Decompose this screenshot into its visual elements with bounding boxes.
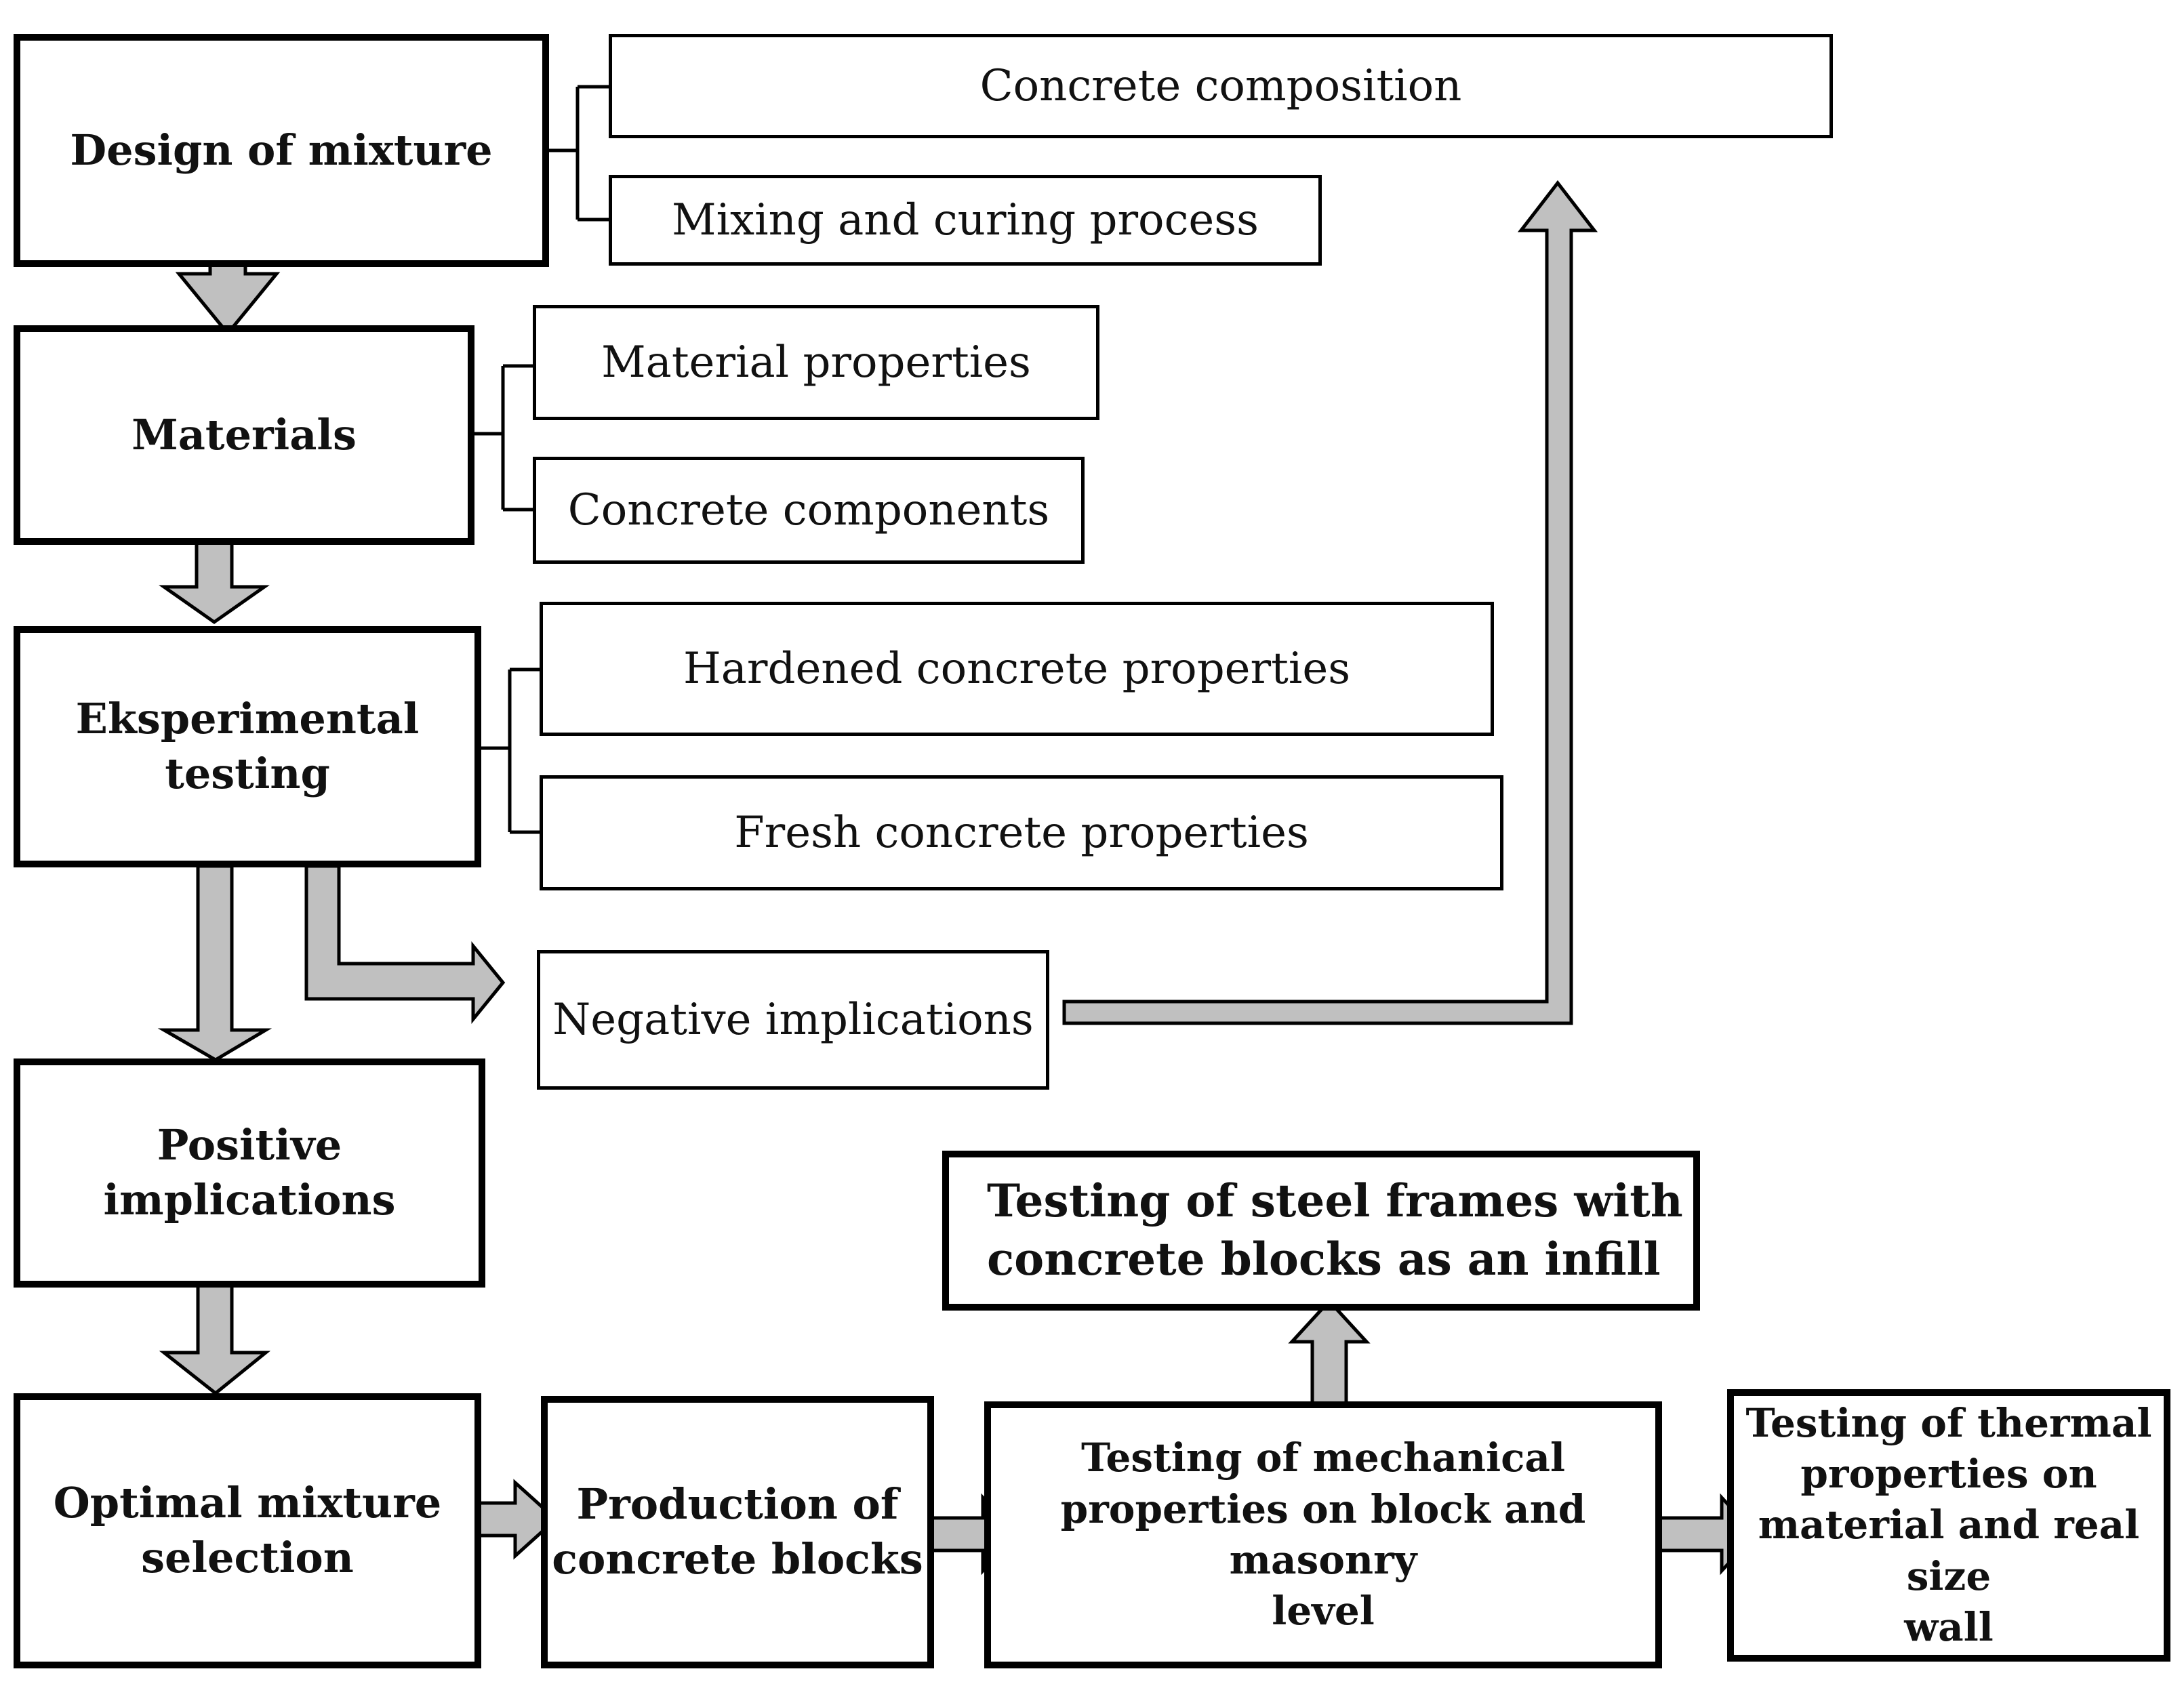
positive-implications-box: Positive implications [14, 1058, 485, 1288]
optimal-mixture-selection-box: Optimal mixture selection [14, 1393, 481, 1668]
testing-mechanical-properties-label: Testing of mechanical properties on bloc… [1060, 1435, 1586, 1634]
materials-bracket [473, 364, 533, 512]
optimal-mixture-selection-label: Optimal mixture selection [53, 1478, 442, 1582]
negative-arrow [304, 864, 506, 1025]
concrete-components-box: Concrete components [533, 457, 1085, 564]
fresh-concrete-properties-label: Fresh concrete properties [734, 808, 1309, 858]
design-of-mixture-box: Design of mixture [14, 34, 549, 267]
testing-mechanical-properties-box: Testing of mechanical properties on bloc… [984, 1401, 1662, 1668]
testing-thermal-properties-box: Testing of thermal properties on materia… [1727, 1389, 2170, 1662]
mixing-curing-process-label: Mixing and curing process [672, 195, 1259, 245]
testing-steel-frames-box: Testing of steel frames with concrete bl… [942, 1151, 1700, 1311]
hardened-concrete-properties-box: Hardened concrete properties [540, 602, 1494, 736]
design-bracket [548, 85, 609, 222]
concrete-composition-label: Concrete composition [979, 61, 1462, 111]
hardened-concrete-properties-label: Hardened concrete properties [683, 644, 1351, 694]
negative-implications-label: Negative implications [552, 995, 1034, 1045]
eksperimental-testing-label: Eksperimental testing [75, 694, 420, 798]
down-arrow-3 [157, 864, 272, 1062]
negative-implications-box: Negative implications [537, 950, 1049, 1090]
testing-thermal-properties-label: Testing of thermal properties on materia… [1745, 1399, 2152, 1651]
concrete-components-label: Concrete components [567, 485, 1050, 535]
materials-label: Materials [132, 409, 357, 459]
testing-steel-frames-label: Testing of steel frames with concrete bl… [987, 1174, 1683, 1286]
material-properties-label: Material properties [601, 337, 1031, 388]
up-arrow [1288, 1298, 1371, 1412]
material-properties-box: Material properties [533, 305, 1099, 420]
concrete-composition-box: Concrete composition [609, 34, 1833, 138]
return-arrow [1062, 180, 1598, 1025]
production-of-concrete-blocks-box: Production of concrete blocks [541, 1396, 934, 1668]
materials-box: Materials [14, 325, 474, 545]
positive-implications-label: Positive implications [103, 1120, 396, 1225]
mixing-curing-process-box: Mixing and curing process [609, 175, 1322, 266]
fresh-concrete-properties-box: Fresh concrete properties [540, 775, 1503, 890]
design-of-mixture-label: Design of mixture [70, 125, 493, 175]
testing-bracket [480, 667, 540, 834]
production-of-concrete-blocks-label: Production of concrete blocks [552, 1479, 923, 1584]
eksperimental-testing-box: Eksperimental testing [14, 626, 481, 867]
